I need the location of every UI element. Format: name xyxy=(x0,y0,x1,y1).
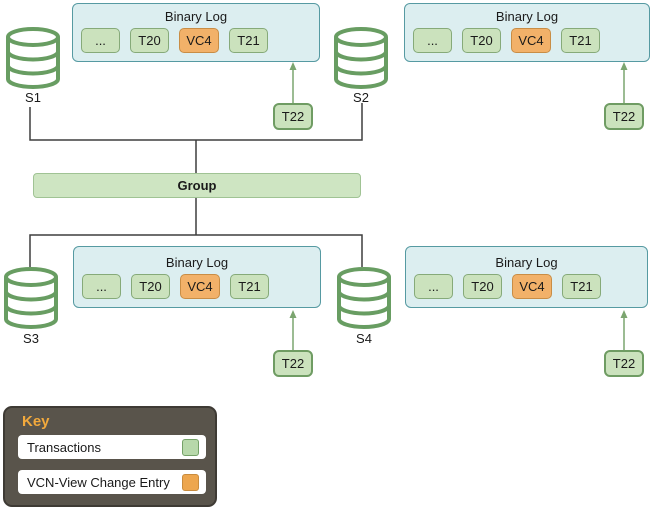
log-entry-row: ... T20 VC4 T21 xyxy=(406,274,647,299)
log-entry-view-change: VC4 xyxy=(511,28,551,53)
log-entry: ... xyxy=(413,28,452,53)
arrow-icon xyxy=(620,62,628,103)
log-entry: ... xyxy=(81,28,120,53)
log-entry: T21 xyxy=(562,274,601,299)
log-entry-row: ... T20 VC4 T21 xyxy=(405,28,649,53)
incoming-transaction: T22 xyxy=(273,350,313,377)
arrow-icon xyxy=(289,310,297,350)
log-entry: T21 xyxy=(561,28,600,53)
connector-servers-bottom xyxy=(29,234,363,267)
binary-log-title: Binary Log xyxy=(164,9,228,24)
log-entry-view-change: VC4 xyxy=(180,274,220,299)
log-entry: T21 xyxy=(230,274,269,299)
log-entry: T21 xyxy=(229,28,268,53)
log-entry: ... xyxy=(82,274,121,299)
log-entry-row: ... T20 VC4 T21 xyxy=(74,274,320,299)
legend-item-label: VCN-View Change Entry xyxy=(27,474,170,490)
group-box: Group xyxy=(33,173,361,198)
legend-item-transactions: Transactions xyxy=(18,435,206,459)
incoming-transaction: T22 xyxy=(273,103,313,130)
log-entry: ... xyxy=(414,274,453,299)
arrow-icon xyxy=(620,310,628,350)
log-entry-row: ... T20 VC4 T21 xyxy=(73,28,319,53)
server-label-s3: S3 xyxy=(23,331,39,346)
view-change-swatch xyxy=(182,473,199,491)
log-entry: T20 xyxy=(462,28,501,53)
binary-log-panel-s2: Binary Log ... T20 VC4 T21 xyxy=(404,3,650,62)
database-icon-s4 xyxy=(337,267,391,329)
log-entry: T20 xyxy=(463,274,502,299)
database-icon-s1 xyxy=(6,27,60,89)
server-label-s2: S2 xyxy=(353,90,369,105)
binary-log-panel-s1: Binary Log ... T20 VC4 T21 xyxy=(72,3,320,62)
log-entry-view-change: VC4 xyxy=(512,274,552,299)
incoming-transaction: T22 xyxy=(604,103,644,130)
log-entry: T20 xyxy=(131,274,170,299)
log-entry-view-change: VC4 xyxy=(179,28,219,53)
incoming-transaction: T22 xyxy=(604,350,644,377)
database-icon-s2 xyxy=(334,27,388,89)
binary-log-panel-s3: Binary Log ... T20 VC4 T21 xyxy=(73,246,321,308)
legend-item-view-change: VCN-View Change Entry xyxy=(18,470,206,494)
binary-log-title: Binary Log xyxy=(495,255,558,270)
legend-item-label: Transactions xyxy=(27,439,101,455)
legend: Key Transactions VCN-View Change Entry xyxy=(3,406,217,507)
legend-title: Key xyxy=(22,413,50,430)
database-icon-s3 xyxy=(4,267,58,329)
binary-log-title: Binary Log xyxy=(165,255,229,270)
server-label-s4: S4 xyxy=(356,331,372,346)
server-label-s1: S1 xyxy=(25,90,41,105)
log-entry: T20 xyxy=(130,28,169,53)
binary-log-title: Binary Log xyxy=(495,9,559,24)
arrow-icon xyxy=(289,62,297,103)
transaction-swatch xyxy=(182,438,199,456)
binary-log-panel-s4: Binary Log ... T20 VC4 T21 xyxy=(405,246,648,308)
